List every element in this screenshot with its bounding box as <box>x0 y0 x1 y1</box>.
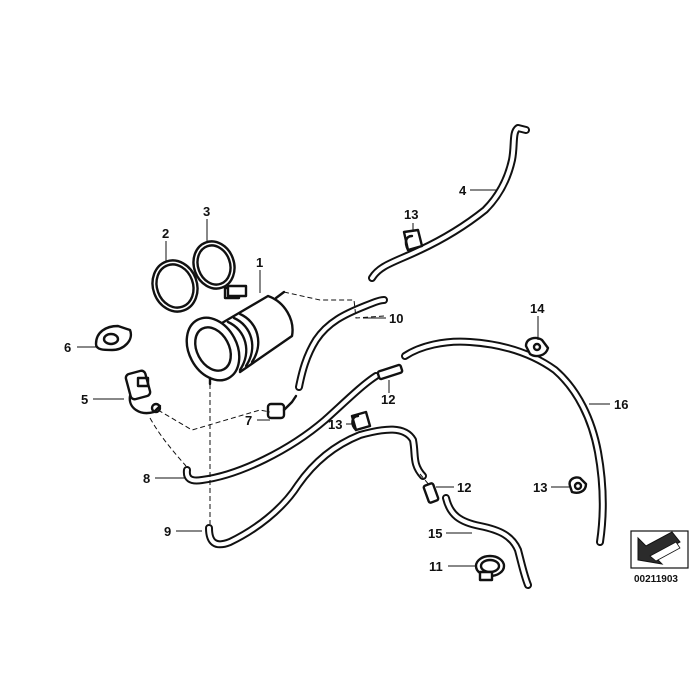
callout-12-upper: 12 <box>381 392 395 407</box>
hose-9 <box>205 425 427 549</box>
dash-line-8 <box>149 417 187 467</box>
hose-8 <box>182 372 380 485</box>
clip-13-middle <box>350 410 372 432</box>
hose-4 <box>368 124 530 282</box>
callout-6: 6 <box>64 340 71 355</box>
callout-16: 16 <box>614 397 628 412</box>
callout-8: 8 <box>143 471 150 486</box>
bracket-6 <box>94 324 133 352</box>
leader-lines <box>77 189 610 567</box>
connector-12-lower <box>422 482 440 504</box>
elbow-7 <box>266 394 298 420</box>
callout-5: 5 <box>81 392 88 407</box>
dash-line-12 <box>419 473 431 487</box>
callout-13-middle: 13 <box>328 417 342 432</box>
clip-13-lower <box>568 476 588 494</box>
callout-7: 7 <box>245 413 252 428</box>
arrow-icon <box>637 531 681 565</box>
callout-15: 15 <box>428 526 442 541</box>
callout-9: 9 <box>164 524 171 539</box>
dash-line-10 <box>283 291 385 319</box>
clip-13-upper <box>402 228 424 252</box>
callout-2: 2 <box>162 226 169 241</box>
callout-13-lower: 13 <box>533 480 547 495</box>
callout-3: 3 <box>203 204 210 219</box>
callout-1: 1 <box>256 255 263 270</box>
reference-code: 00211903 <box>634 574 678 585</box>
callout-12-lower: 12 <box>457 480 471 495</box>
callout-14: 14 <box>530 301 545 316</box>
valve-5 <box>124 369 162 415</box>
hose-16 <box>401 337 607 546</box>
reference-badge: 00211903 <box>630 530 689 585</box>
connector-12-upper <box>376 363 404 381</box>
callout-10: 10 <box>389 311 403 326</box>
hose-clamp-2 <box>151 259 199 313</box>
hose-clamp-11 <box>474 554 506 582</box>
callout-11: 11 <box>429 559 443 574</box>
callout-4: 4 <box>459 183 467 198</box>
clip-14 <box>524 336 550 358</box>
callout-13-upper: 13 <box>404 207 418 222</box>
hose-clamp-3 <box>192 240 248 298</box>
dash-line-7 <box>157 409 271 431</box>
hose-15 <box>442 494 532 589</box>
hose-10 <box>295 296 388 391</box>
